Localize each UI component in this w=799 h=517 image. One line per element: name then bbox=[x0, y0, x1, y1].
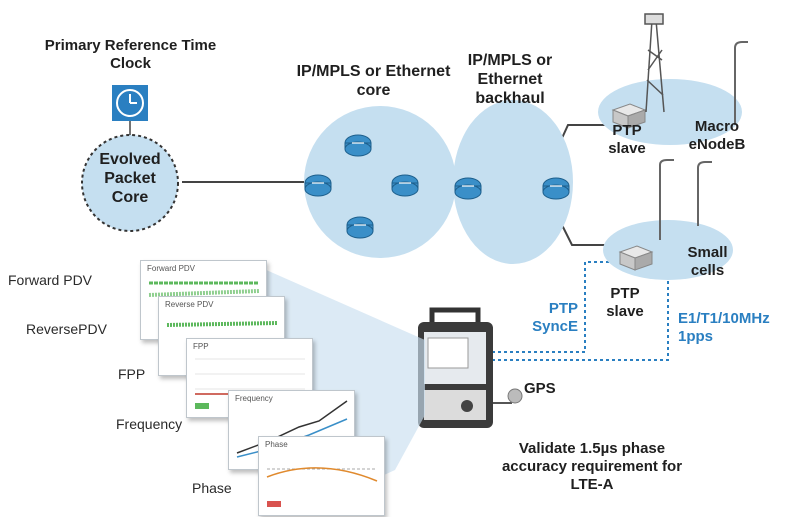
validate-label: Validate 1.5µs phase accuracy requiremen… bbox=[501, 440, 683, 493]
street-light-icon bbox=[659, 159, 674, 240]
panel-plot bbox=[266, 467, 378, 507]
core-cloud bbox=[304, 106, 456, 258]
test-instrument-icon bbox=[418, 307, 493, 428]
router-icon bbox=[344, 134, 372, 157]
clock-icon bbox=[112, 85, 148, 121]
street-light-icon bbox=[734, 41, 748, 125]
graph-label-phase: Phase bbox=[192, 480, 232, 496]
panel-title: Forward PDV bbox=[147, 264, 196, 273]
small-cells-label: Small cells bbox=[687, 244, 728, 279]
router-icon bbox=[346, 216, 374, 239]
ptp-slave-top-label: PTP slave bbox=[608, 122, 646, 157]
street-light-icon bbox=[697, 161, 712, 226]
phase-panel: Phase bbox=[258, 436, 385, 516]
panel-title: FPP bbox=[193, 342, 209, 351]
macro-cloud bbox=[598, 79, 742, 145]
macro-enodeb-label: Macro eNodeB bbox=[688, 118, 746, 153]
antenna-tower-icon bbox=[644, 13, 665, 113]
ptp-slave-device-top bbox=[611, 103, 647, 129]
epc-label: Evolved Packet Core bbox=[99, 151, 161, 207]
router-icon bbox=[391, 174, 419, 197]
ptp-slave-device-bottom bbox=[618, 245, 654, 271]
panel-title: Frequency bbox=[235, 394, 273, 403]
e1t1-label: E1/T1/10MHz 1pps bbox=[678, 310, 770, 345]
graph-label-reverse-pdv: ReversePDV bbox=[26, 321, 107, 337]
backhaul-label: IP/MPLS or Ethernet backhaul bbox=[467, 52, 553, 108]
panel-title: Reverse PDV bbox=[165, 300, 214, 309]
prtc-label: Primary Reference Time Clock bbox=[44, 37, 217, 72]
router-icon bbox=[542, 177, 570, 200]
graph-label-forward-pdv: Forward PDV bbox=[8, 272, 93, 288]
ptp-synce-dotted-line bbox=[492, 261, 630, 353]
router-icon bbox=[454, 177, 482, 200]
backhaul-cloud bbox=[453, 100, 573, 264]
e1t1-dotted-line bbox=[492, 262, 669, 361]
graph-label-fpp: FPP bbox=[118, 366, 146, 382]
gps-antenna-icon bbox=[493, 388, 523, 404]
ptp-synce-label: PTP SyncE bbox=[532, 300, 578, 335]
graph-label-frequency: Frequency bbox=[116, 416, 183, 432]
panel-plot bbox=[148, 281, 260, 297]
router-icon bbox=[304, 174, 332, 197]
gps-label: GPS bbox=[524, 380, 556, 397]
core-label: IP/MPLS or Ethernet core bbox=[296, 63, 451, 100]
ptp-slave-bottom-label: PTP slave bbox=[606, 285, 644, 320]
panel-title: Phase bbox=[265, 440, 288, 449]
epc-circle bbox=[81, 134, 179, 232]
panel-plot bbox=[166, 321, 278, 327]
